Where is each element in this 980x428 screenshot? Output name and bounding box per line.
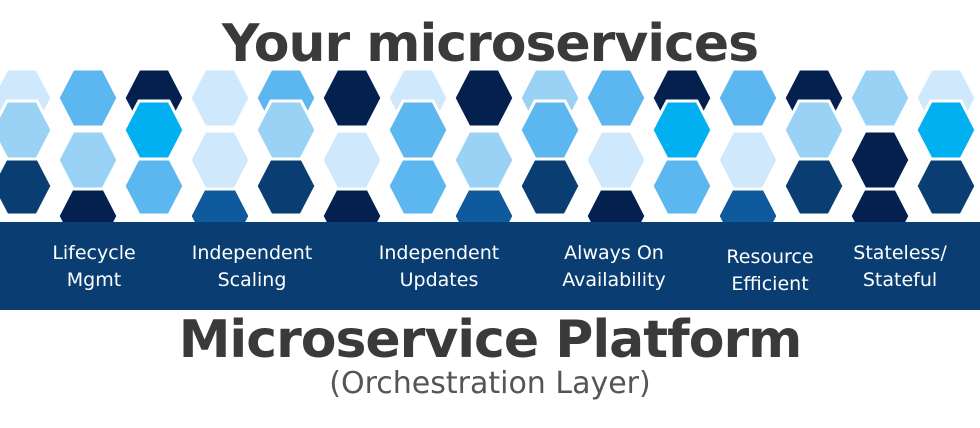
feature-lifecycle-mgmt: Lifecycle Mgmt	[52, 242, 136, 291]
feature-stateless-stateful: Stateless/ Stateful	[853, 242, 947, 291]
hexagon-tile	[914, 155, 978, 217]
hexagon-tile	[122, 155, 186, 217]
hexagon-tile	[518, 99, 582, 161]
platform-feature-band	[0, 222, 980, 310]
hexagon-tile	[56, 67, 120, 129]
hexagon-tile	[386, 99, 450, 161]
feature-resource-efficient: Resource Efficient	[726, 246, 814, 295]
hexagon-tile	[584, 67, 648, 129]
hexagon-tile	[518, 155, 582, 217]
hexagon-tile	[320, 67, 384, 129]
hexagon-tile	[782, 155, 846, 217]
hexagon-tile	[254, 99, 318, 161]
platform-subtitle: (Orchestration Layer)	[329, 366, 651, 401]
hexagon-tile	[0, 155, 54, 217]
top-title: Your microservices	[221, 14, 759, 74]
hexagon-tile	[386, 155, 450, 217]
hexagon-tile	[848, 67, 912, 129]
platform-title: Microservice Platform	[178, 310, 803, 370]
hexagon-tile	[56, 129, 120, 191]
hexagon-tile	[650, 155, 714, 217]
hexagon-tile	[0, 99, 54, 161]
hexagon-tile	[914, 99, 978, 161]
hexagon-tile	[650, 99, 714, 161]
feature-independent-updates: Independent Updates	[378, 242, 500, 291]
feature-always-on-availability: Always On Availability	[562, 242, 666, 291]
hexagon-tile	[320, 129, 384, 191]
hexagon-tile	[122, 99, 186, 161]
feature-independent-scaling: Independent Scaling	[191, 242, 313, 291]
hexagon-tile	[188, 129, 252, 191]
hexagon-tile	[782, 99, 846, 161]
hexagon-tile	[584, 129, 648, 191]
hexagon-tile	[188, 67, 252, 129]
hexagon-tile	[452, 67, 516, 129]
hexagon-tile	[254, 155, 318, 217]
hexagon-tile	[848, 129, 912, 191]
hexagon-tile	[716, 129, 780, 191]
hexagon-tile	[452, 129, 516, 191]
hexagon-tile	[716, 67, 780, 129]
